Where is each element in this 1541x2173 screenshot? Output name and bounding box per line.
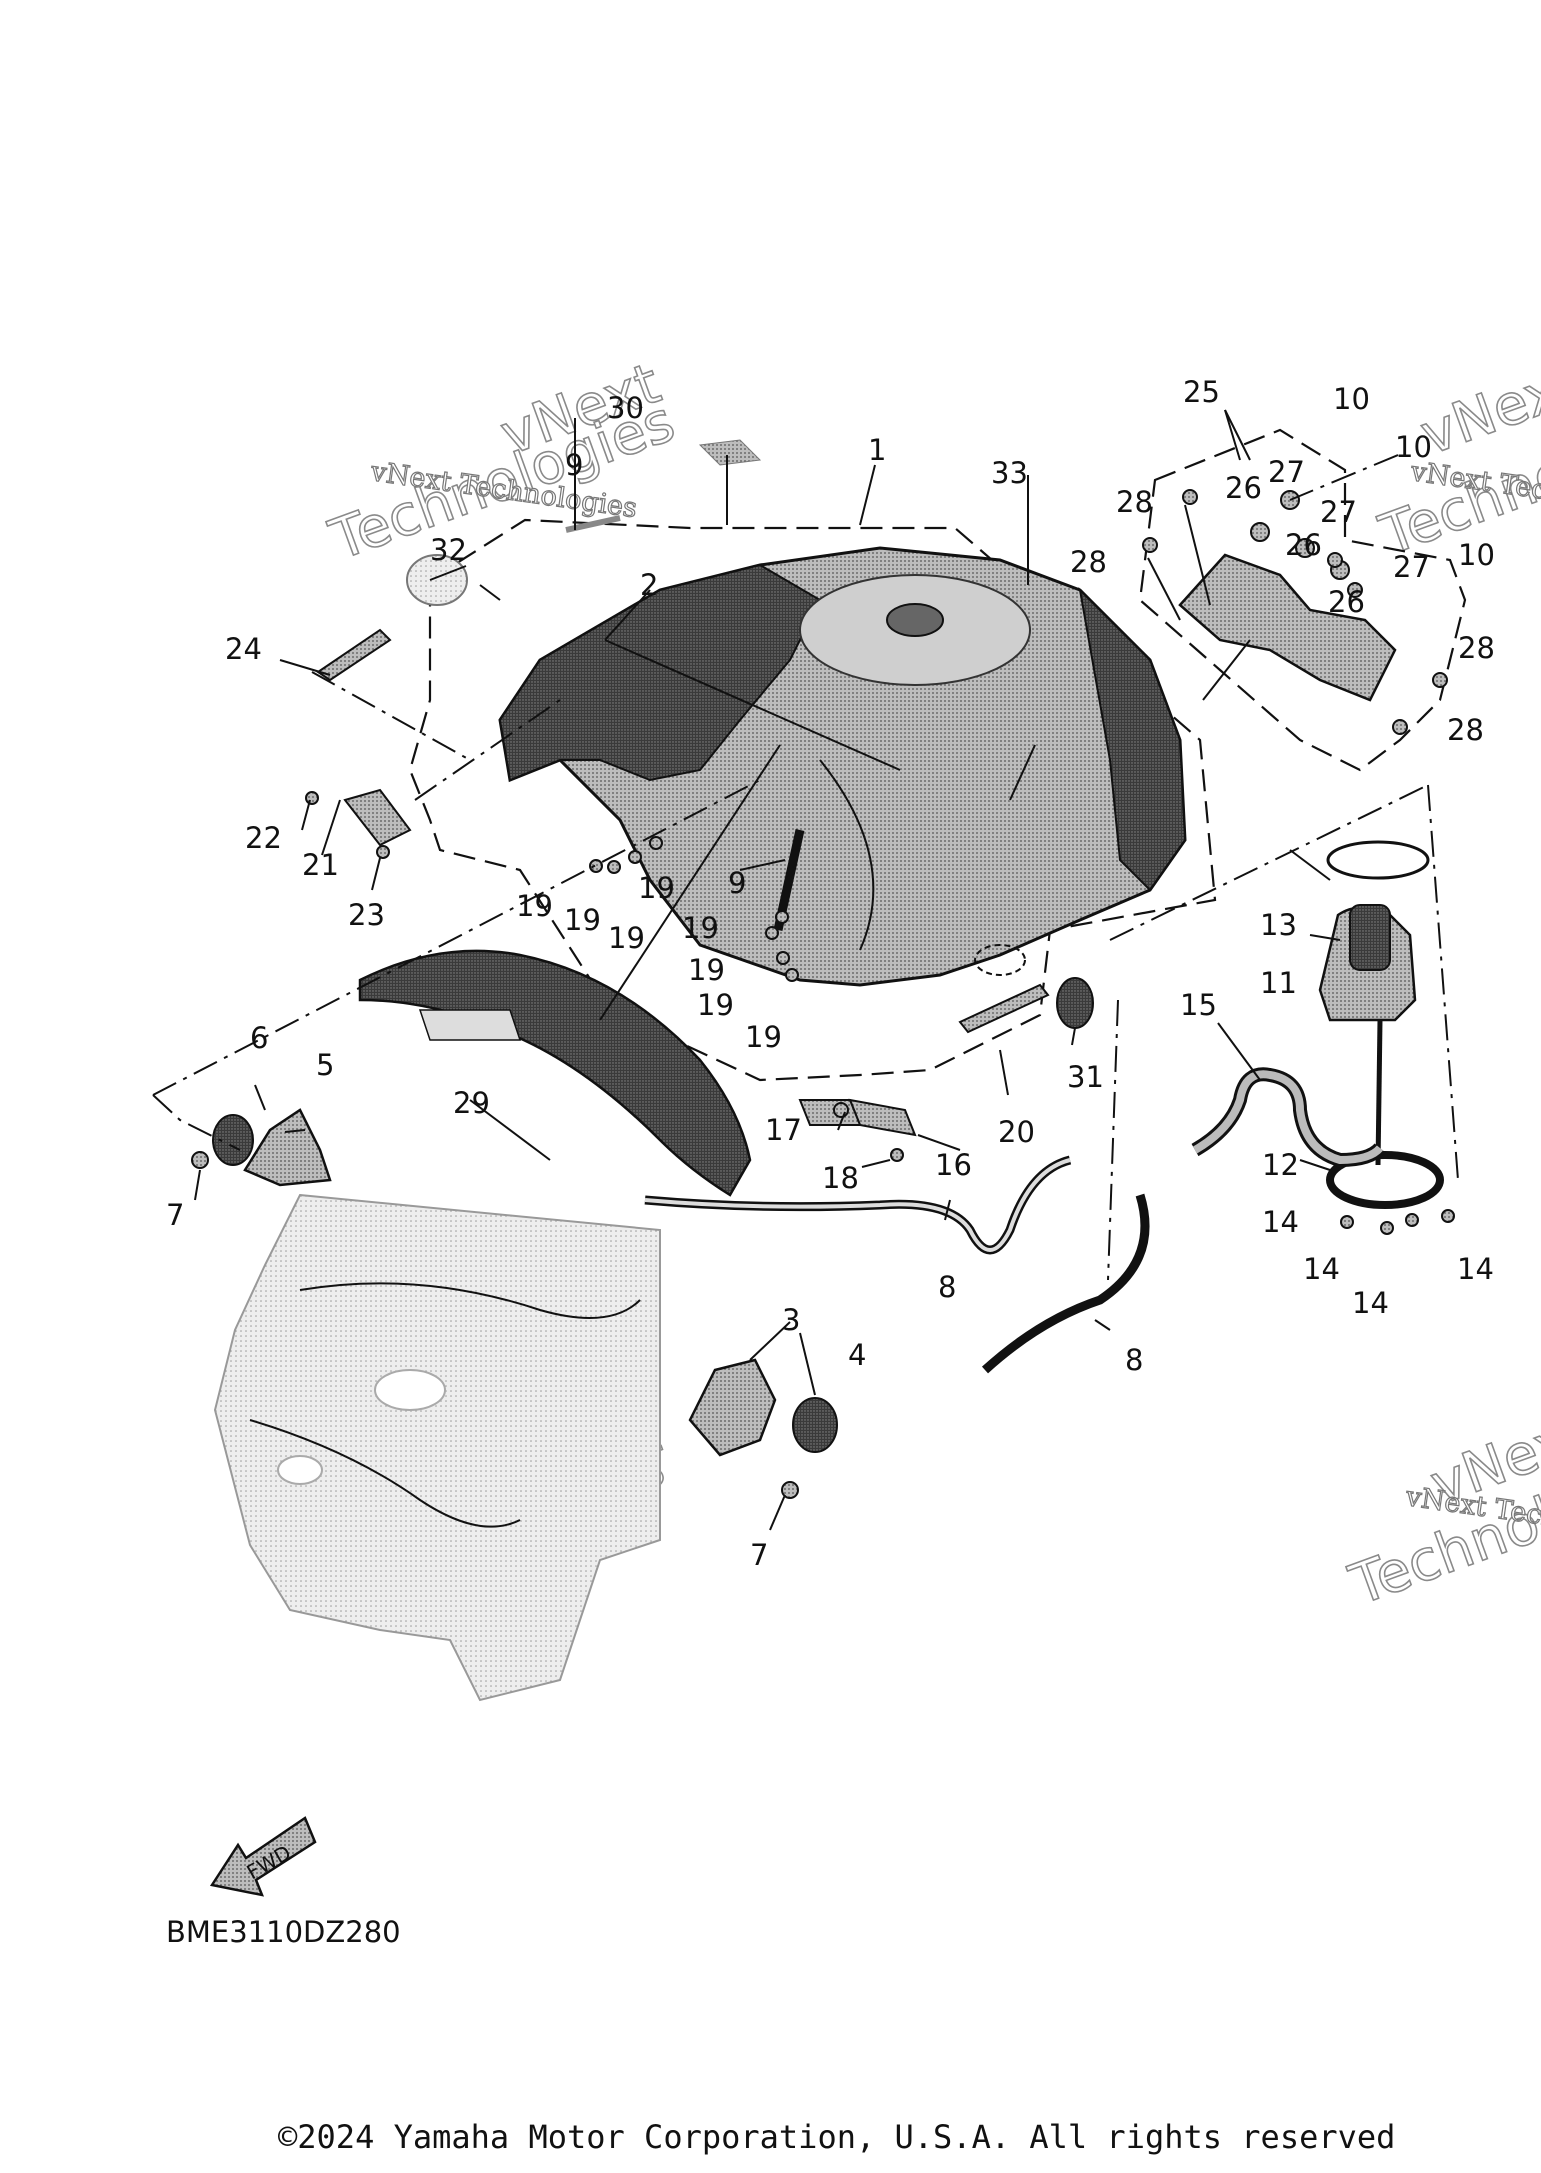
callout-28: 28 bbox=[1458, 631, 1495, 665]
fasteners bbox=[191, 489, 1455, 1499]
bracket-16 bbox=[848, 1098, 917, 1137]
callout-7: 7 bbox=[166, 1198, 184, 1232]
callout-10: 10 bbox=[1458, 538, 1495, 572]
disc-32 bbox=[406, 554, 468, 606]
callout-19: 19 bbox=[638, 871, 675, 905]
mount-3 bbox=[688, 1358, 777, 1457]
callout-8: 8 bbox=[1125, 1343, 1143, 1377]
callout-27: 27 bbox=[1393, 550, 1430, 584]
callout-16: 16 bbox=[935, 1148, 972, 1182]
mount-5 bbox=[243, 1108, 332, 1187]
callout-10: 10 bbox=[1333, 382, 1370, 416]
assembly-boundary bbox=[408, 518, 1217, 1082]
callout-15: 15 bbox=[1180, 988, 1217, 1022]
callout-2: 2 bbox=[640, 568, 658, 602]
callout-20: 20 bbox=[998, 1115, 1035, 1149]
callout-24: 24 bbox=[225, 632, 262, 666]
callout-28: 28 bbox=[1447, 713, 1484, 747]
plate-20 bbox=[958, 983, 1050, 1034]
callout-19: 19 bbox=[745, 1020, 782, 1054]
callout-31: 31 bbox=[1067, 1060, 1104, 1094]
callout-22: 22 bbox=[245, 821, 282, 855]
callout-28: 28 bbox=[1116, 485, 1153, 519]
callout-19: 19 bbox=[688, 953, 725, 987]
callout-19: 19 bbox=[608, 921, 645, 955]
callout-9: 9 bbox=[565, 448, 583, 482]
callout-27: 27 bbox=[1268, 455, 1305, 489]
callout-3: 3 bbox=[782, 1303, 800, 1337]
callout-27: 27 bbox=[1320, 495, 1357, 529]
callout-29: 29 bbox=[453, 1086, 490, 1120]
callout-19: 19 bbox=[564, 903, 601, 937]
callout-26: 26 bbox=[1328, 585, 1365, 619]
frame-outline bbox=[213, 1193, 661, 1702]
callout-14: 14 bbox=[1352, 1286, 1389, 1320]
plate-24 bbox=[316, 628, 392, 682]
plate-12 bbox=[1326, 1151, 1444, 1209]
callout-14: 14 bbox=[1457, 1252, 1494, 1286]
callout-1: 1 bbox=[868, 433, 886, 467]
callout-23: 23 bbox=[348, 898, 385, 932]
callout-19: 19 bbox=[682, 911, 719, 945]
callout-5: 5 bbox=[316, 1048, 334, 1082]
fwd-arrow-icon: FWD bbox=[209, 1816, 317, 1897]
callout-8: 8 bbox=[938, 1270, 956, 1304]
callout-9: 9 bbox=[728, 866, 746, 900]
callout-11: 11 bbox=[1260, 966, 1297, 1000]
fuel-tank bbox=[498, 546, 1187, 987]
bracket-25 bbox=[1178, 553, 1397, 702]
callout-32: 32 bbox=[430, 533, 467, 567]
callout-13: 13 bbox=[1260, 908, 1297, 942]
callout-21: 21 bbox=[302, 848, 339, 882]
callout-19: 19 bbox=[697, 988, 734, 1022]
cap-31 bbox=[1056, 977, 1094, 1029]
callout-19: 19 bbox=[516, 889, 553, 923]
callout-25: 25 bbox=[1183, 375, 1220, 409]
ring-13 bbox=[1326, 840, 1430, 880]
leader-lines bbox=[194, 409, 1341, 1531]
bracket-21 bbox=[343, 788, 412, 847]
callout-18: 18 bbox=[822, 1161, 859, 1195]
grommet-4 bbox=[792, 1397, 838, 1453]
callout-6: 6 bbox=[250, 1021, 268, 1055]
copyright-notice: ©2024 Yamaha Motor Corporation, U.S.A. A… bbox=[278, 2118, 1396, 2156]
callout-labels: 1 2 3 4 5 6 7 7 8 8 9 9 10 10 10 11 12 1… bbox=[166, 375, 1495, 1572]
callout-17: 17 bbox=[765, 1113, 802, 1147]
callout-14: 14 bbox=[1262, 1205, 1299, 1239]
callout-12: 12 bbox=[1262, 1148, 1299, 1182]
callout-26: 26 bbox=[1225, 471, 1262, 505]
callout-10: 10 bbox=[1395, 430, 1432, 464]
callout-14: 14 bbox=[1303, 1252, 1340, 1286]
side-cover-29 bbox=[358, 949, 752, 1197]
hose-8-lower bbox=[981, 1193, 1150, 1374]
callout-4: 4 bbox=[848, 1338, 866, 1372]
callout-33: 33 bbox=[991, 456, 1028, 490]
grommet-6 bbox=[212, 1114, 254, 1166]
diagram-code: BME3110DZ280 bbox=[166, 1915, 401, 1949]
label-30 bbox=[698, 439, 762, 466]
callout-26: 26 bbox=[1285, 528, 1322, 562]
callout-30: 30 bbox=[607, 391, 644, 425]
fuel-pump-11 bbox=[1318, 904, 1417, 1166]
callout-28: 28 bbox=[1070, 545, 1107, 579]
callout-7: 7 bbox=[750, 1538, 768, 1572]
